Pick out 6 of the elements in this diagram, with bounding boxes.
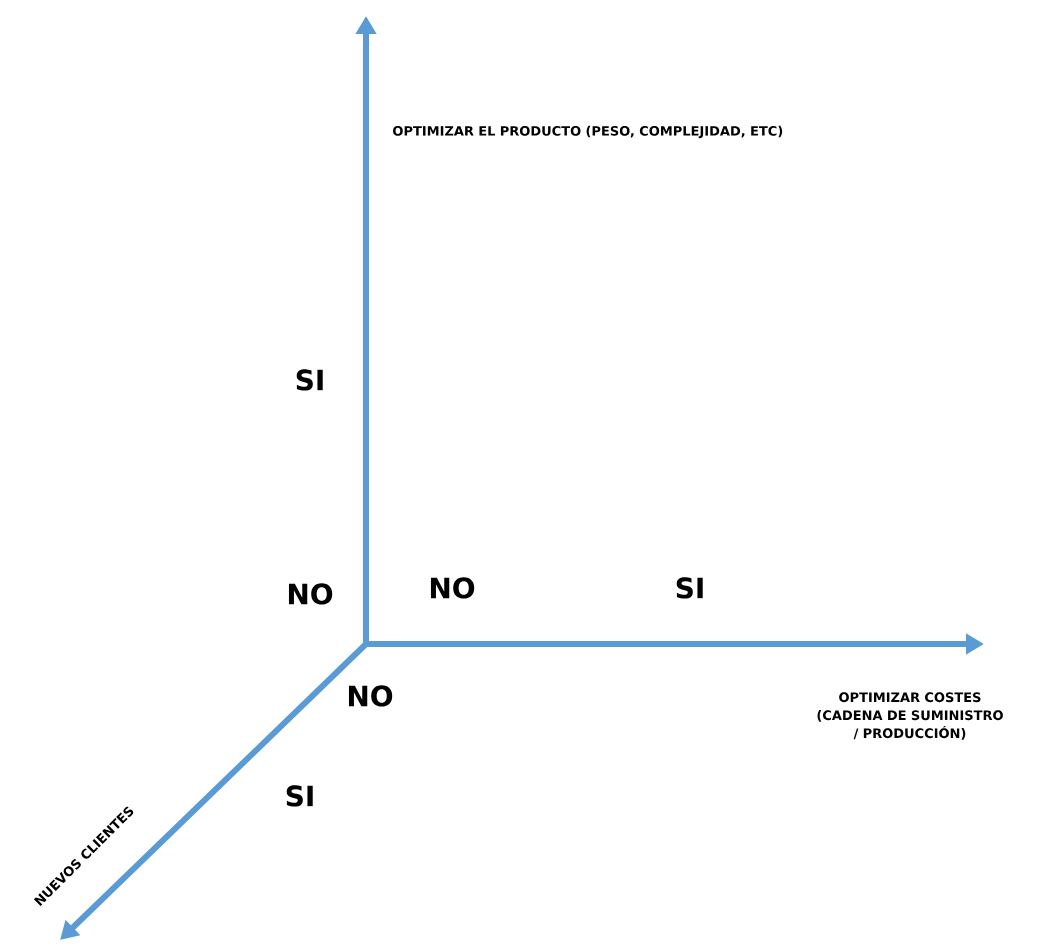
answer-label: NO [348,685,393,707]
answer-label: NO [288,583,333,605]
answer-label: SI [676,577,703,599]
answer-label: SI [296,369,323,391]
answer-label: NO [430,577,475,599]
answer-label: SI [286,785,313,807]
